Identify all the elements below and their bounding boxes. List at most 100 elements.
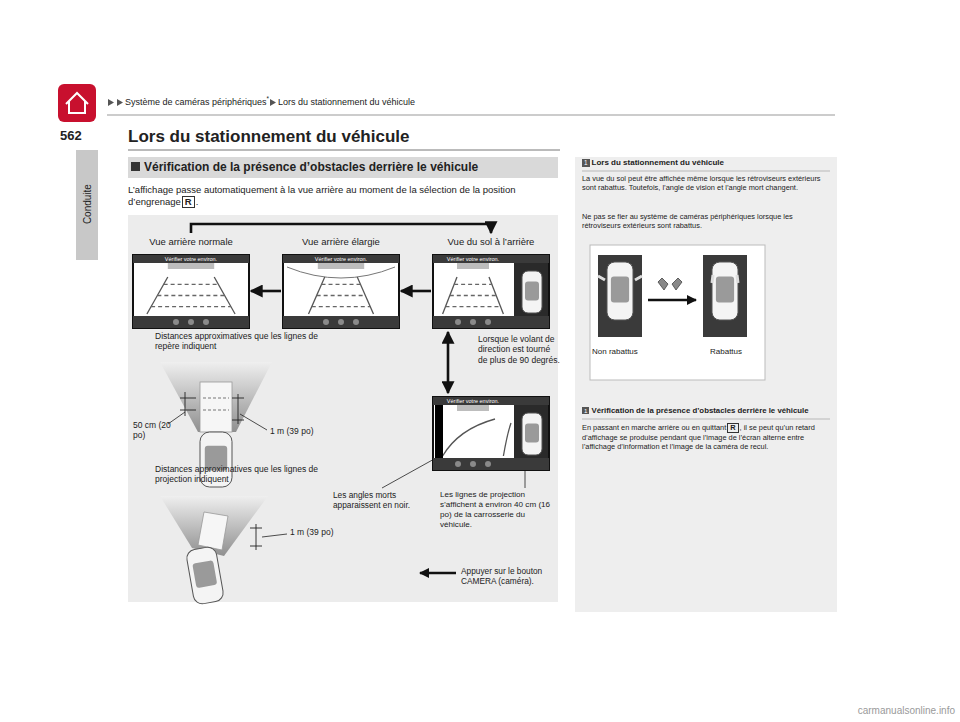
top-view-panel: [514, 405, 548, 458]
screen-icon: [485, 319, 491, 325]
label-text: 1 m (39 po): [270, 426, 340, 436]
label-text: Distances approximatives que les lignes …: [155, 464, 325, 485]
view-change-arrow: [191, 224, 491, 233]
camera-view-screen: Vérifier votre environ.: [433, 397, 549, 470]
camera-button-arrow: [420, 572, 456, 575]
mirror-fold-icon: [658, 278, 682, 290]
car-top-view: [712, 262, 738, 320]
mirror-figure-frame: [590, 245, 765, 380]
gear-symbol: R: [727, 423, 738, 433]
view-heading: Vue du sol à l’arrière: [433, 235, 549, 248]
screen-icon: [173, 319, 179, 325]
dimension-line: [232, 394, 244, 424]
view-change-arrow: [251, 290, 281, 293]
label-text: Vérification de la présence d’obstacles …: [591, 406, 808, 415]
home-icon: [66, 93, 88, 113]
projection-line-area: [160, 496, 268, 556]
camera-view-screen: Vue arrière élargieVérifier votre enviro…: [283, 235, 399, 328]
screen-icon: [455, 319, 461, 325]
guide-line: [151, 306, 231, 307]
screen-icon: [338, 319, 344, 325]
screen-icon: [485, 461, 491, 467]
guide-line: [203, 398, 229, 399]
guide-line: [445, 306, 500, 307]
screen-icon: [353, 319, 359, 325]
note-icon: 1: [582, 407, 589, 414]
label-text: Conduite: [82, 169, 94, 239]
guide-line-area: [160, 362, 272, 432]
guide-line: [312, 306, 370, 307]
screen-frame: [283, 255, 399, 328]
screen-icon: [470, 319, 476, 325]
label-text: Système de caméras périphériques: [125, 97, 267, 107]
screen-frame: [433, 397, 549, 470]
sidebar-panel: [575, 157, 837, 612]
guide-line: [164, 284, 219, 285]
screen-frame: [433, 255, 549, 328]
car-roof: [525, 424, 539, 443]
chapter-tab: [76, 150, 98, 260]
camera-view-screen: Vue du sol à l’arrièreVérifier votre env…: [433, 235, 549, 328]
screen-bottom-strip: [283, 316, 399, 328]
camera-screen: [433, 397, 549, 470]
guide-line: [454, 284, 492, 285]
ground-view-panel: [703, 255, 747, 337]
car-body: [522, 413, 542, 455]
mirror-folded: [712, 275, 738, 283]
guide-line: [450, 295, 496, 296]
guide-box: [200, 382, 232, 432]
gear-symbol: R: [182, 196, 195, 208]
screen-icon: [323, 319, 329, 325]
text-line: Système de caméras périphériques*Lors du…: [107, 95, 667, 108]
camera-screen: [283, 255, 399, 328]
dimension-line: [180, 392, 196, 416]
label-text: La vue du sol peut être affichée même lo…: [582, 174, 830, 192]
label-text: 562: [60, 128, 100, 144]
car-roof: [192, 560, 217, 588]
screen-top-strip: [283, 255, 399, 263]
breadcrumb-arrow: [107, 98, 115, 107]
text-line: 1Lors du stationnement du véhicule: [582, 158, 832, 168]
guide-line: [317, 295, 366, 296]
car-roof: [611, 277, 629, 303]
guide-line: [322, 284, 361, 285]
projection-line: [503, 423, 511, 456]
label-text: 1 m (39 po): [290, 527, 360, 537]
view-change-arrow: [447, 332, 450, 393]
screen-top-strip: [433, 397, 549, 405]
screen-message: Vérifier votre environ.: [433, 397, 513, 405]
screen-top-strip: [133, 255, 249, 263]
car-roof: [525, 282, 539, 301]
screen-message: Vérifier votre environ.: [433, 255, 513, 263]
home-icon: [58, 84, 96, 122]
label-text: Lors du stationnement du véhicule: [592, 158, 724, 167]
label-text: Lors du stationnement du véhicule: [278, 97, 415, 107]
text-line: L’affichage passe automatiquement à la v…: [128, 184, 556, 208]
projection-line: [443, 419, 495, 456]
camera-screen: [133, 255, 249, 328]
screen-icon: [203, 319, 209, 325]
view-heading: Vue arrière normale: [133, 235, 249, 248]
car-roof: [716, 277, 734, 303]
label-text: En passant en marche arrière ou en quitt…: [582, 423, 726, 432]
label-text: Distances approximatives que les lignes …: [155, 331, 320, 352]
label-text: Les angles morts apparaissent en noir.: [333, 490, 433, 510]
illustration-panel: [128, 215, 558, 602]
blind-spot: [435, 405, 443, 458]
screen-icon: [470, 461, 476, 467]
screen-bottom-strip: [433, 316, 549, 328]
label-text: Ne pas se fier au système de caméras pér…: [582, 212, 830, 230]
leader-line: [382, 458, 436, 488]
view-heading: Vue arrière élargie: [283, 235, 399, 248]
sidebar-rule: [582, 419, 830, 420]
breadcrumb-arrow: [269, 98, 277, 107]
watermark: carmanualsonline.info: [765, 705, 955, 717]
car-body: [522, 271, 542, 313]
header-rule: [107, 115, 835, 116]
car-body: [712, 262, 738, 320]
screen-top-strip: [433, 255, 549, 263]
screen-bottom-strip: [133, 316, 249, 328]
section-bar: [128, 157, 558, 178]
guide-line: [203, 410, 229, 411]
bumper: [318, 263, 364, 269]
